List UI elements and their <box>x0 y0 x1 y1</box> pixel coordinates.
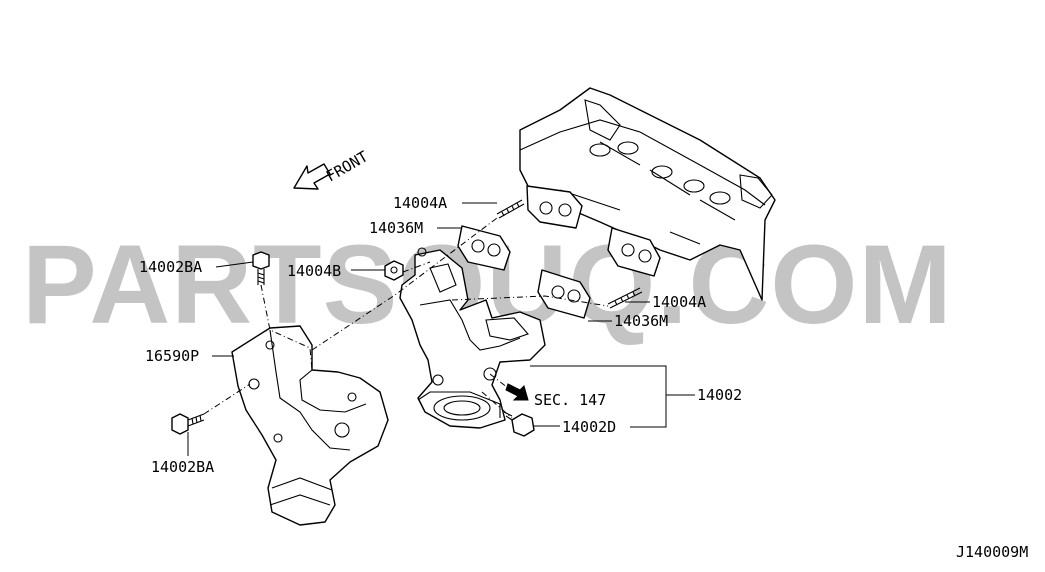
callout-14036m-upper: 14036M <box>369 219 423 237</box>
cylinder-head-drawing <box>519 87 776 301</box>
bolt-right-drawing <box>503 411 535 437</box>
front-arrow-icon <box>293 163 331 190</box>
callout-16590p: 16590P <box>145 347 199 365</box>
callout-14004b: 14004B <box>287 262 341 280</box>
leader-lines <box>187 202 695 456</box>
gasket-lower-drawing <box>537 269 591 319</box>
stud-upper-drawing <box>496 199 525 219</box>
exhaust-manifold-drawing <box>399 247 546 429</box>
callout-14036m-lower: 14036M <box>614 312 668 330</box>
callout-14002ba-bottom: 14002BA <box>151 458 214 476</box>
front-direction-label: FRONT <box>323 147 371 185</box>
gasket-upper-drawing <box>457 225 511 271</box>
nut-drawing <box>384 260 404 281</box>
section-arrow-icon <box>505 383 529 401</box>
heat-shield-drawing <box>231 325 389 526</box>
bolt-bottom-drawing <box>171 413 205 435</box>
bolt-top-drawing <box>252 251 270 285</box>
callout-14002: 14002 <box>697 386 742 404</box>
alignment-lines <box>203 217 609 419</box>
callout-14002ba-top: 14002BA <box>139 258 202 276</box>
section-reference-label: SEC. 147 <box>534 391 606 409</box>
stud-lower-drawing <box>607 287 643 309</box>
callout-14002d: 14002D <box>562 418 616 436</box>
callout-14004a-upper: 14004A <box>393 194 447 212</box>
diagram-code: J140009M <box>956 543 1028 561</box>
callout-14004a-lower: 14004A <box>652 293 706 311</box>
